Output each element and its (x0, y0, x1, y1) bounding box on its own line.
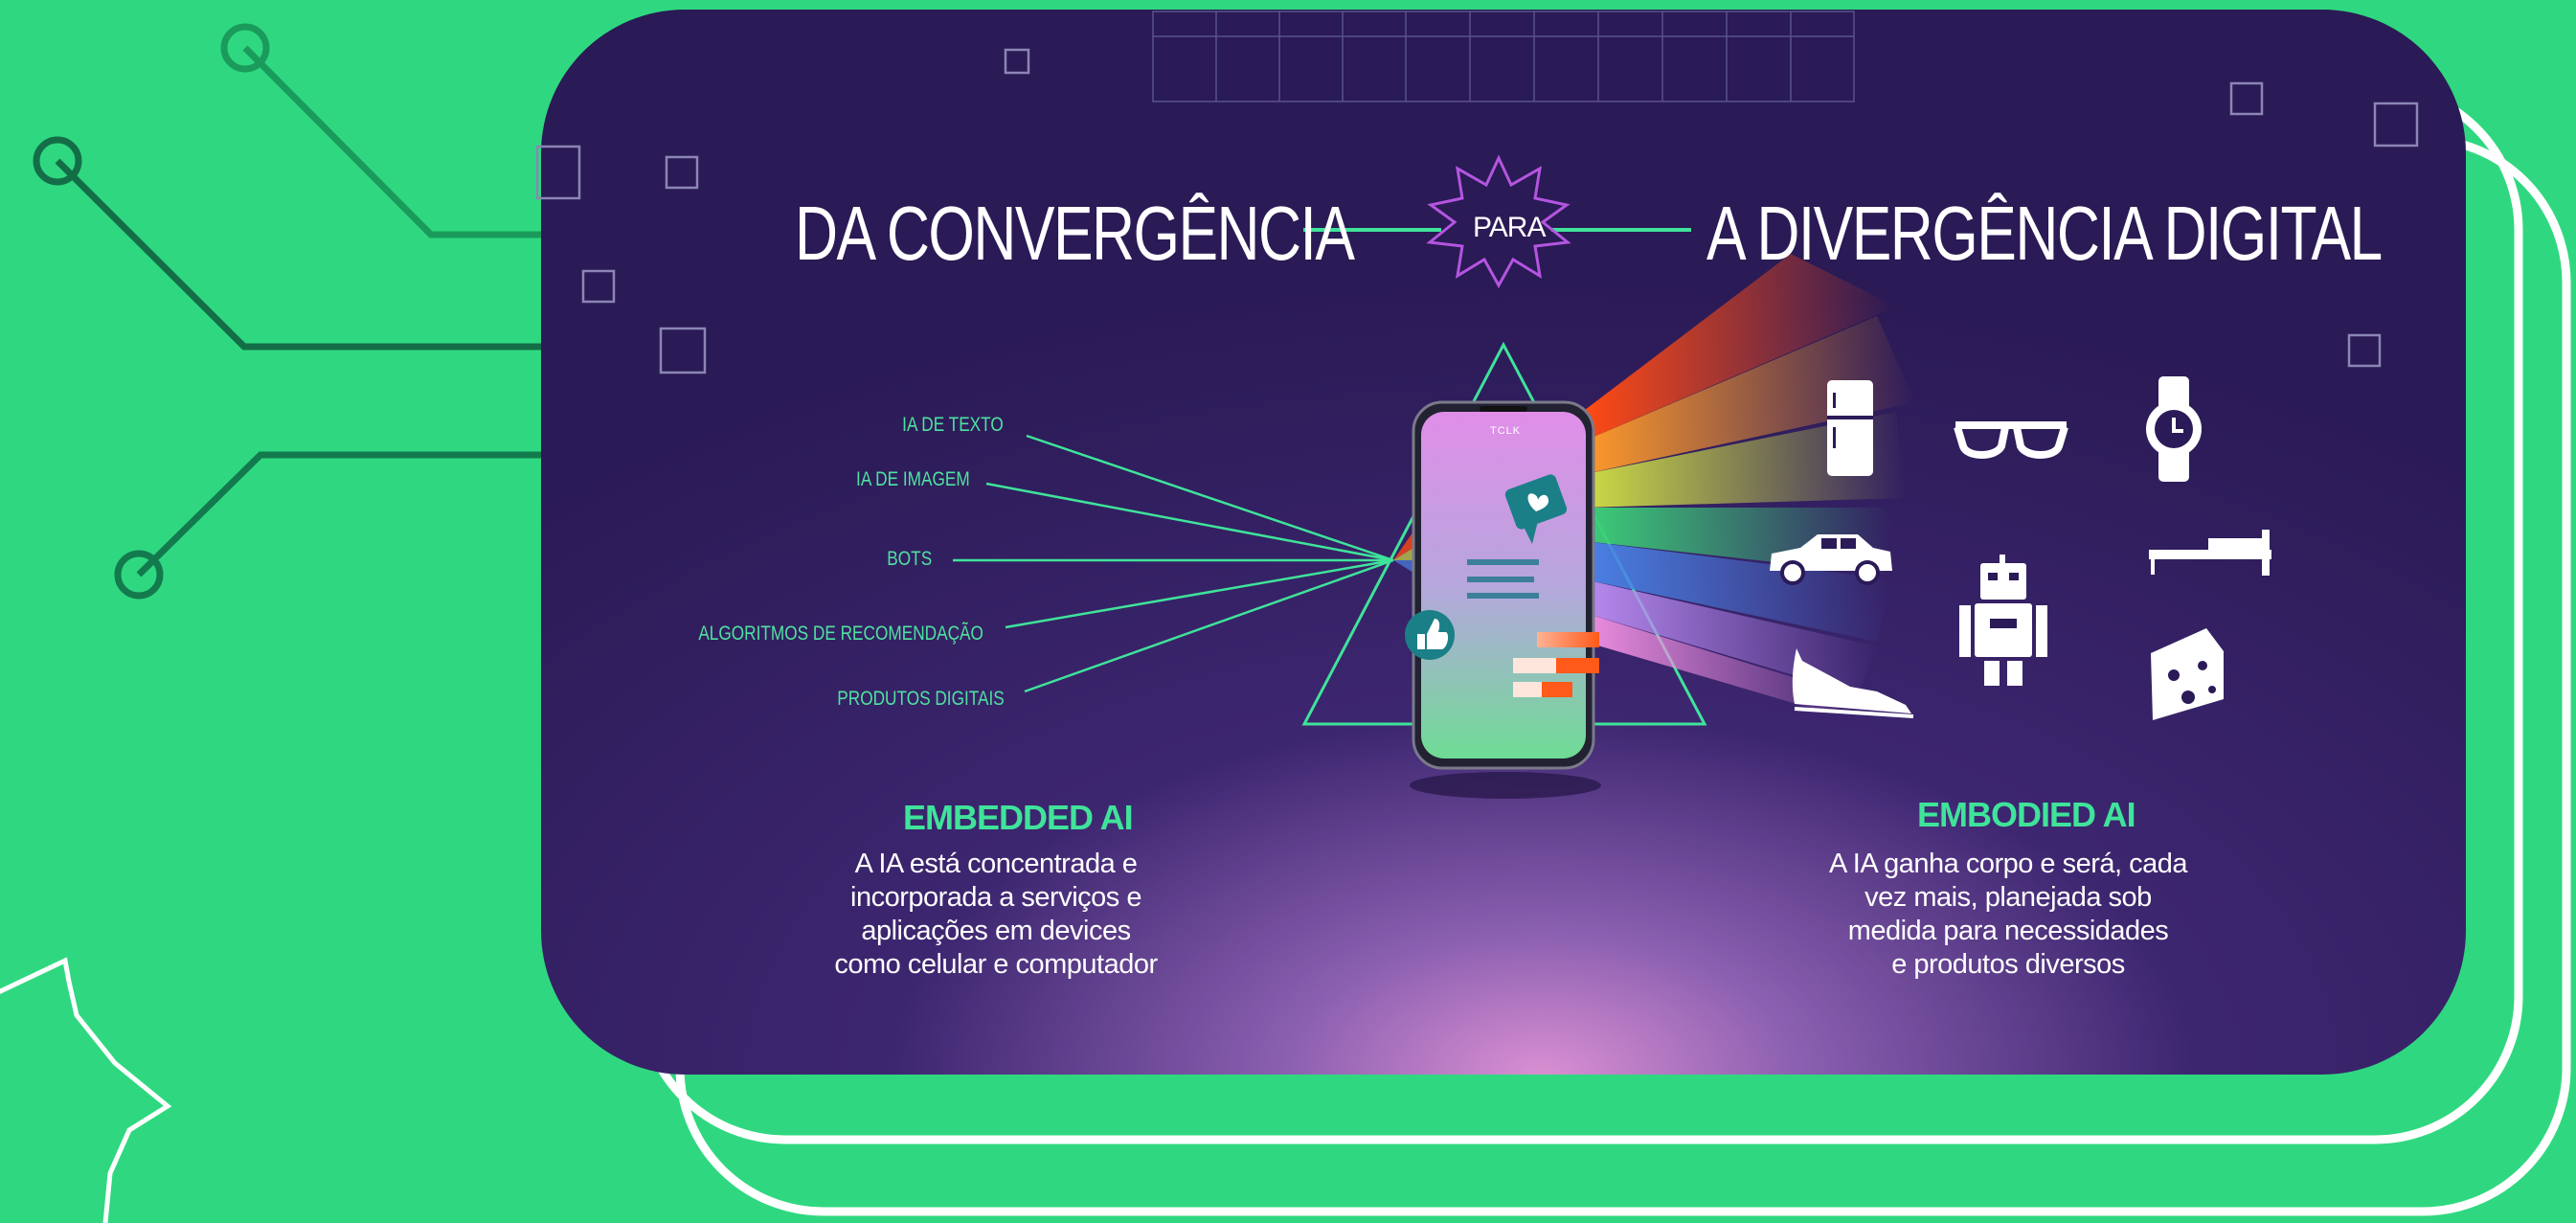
input-label: BOTS (887, 548, 932, 570)
embedded-heading: EMBEDDED AI (903, 798, 1134, 837)
description-line: incorporada a serviços e (850, 882, 1141, 913)
description-line: aplicações em devices (861, 916, 1131, 946)
title-connector: PARA (1473, 212, 1546, 243)
description-line: como celular e computador (834, 949, 1158, 980)
title-right: A DIVERGÊNCIA DIGITAL (1706, 191, 2383, 276)
input-label: ALGORITMOS DE RECOMENDAÇÃO (698, 623, 983, 645)
glasses-icon (1954, 421, 2068, 459)
watch-icon (2146, 376, 2202, 482)
input-label: IA DE TEXTO (902, 414, 1004, 436)
sneaker-icon (1792, 648, 1914, 718)
phone-brand: TCLK (1490, 425, 1522, 437)
description-line: A IA está concentrada e (854, 849, 1138, 879)
description-line: medida para necessidades (1847, 916, 2169, 946)
embodied-description: A IA ganha corpo e será, cada vez mais, … (1769, 848, 2248, 982)
car-icon (1770, 534, 1892, 585)
input-label: IA DE IMAGEM (856, 468, 970, 490)
robot-icon (1959, 555, 2047, 686)
embodied-heading: EMBODIED AI (1917, 795, 2136, 834)
thumbs-up-icon (1405, 610, 1455, 660)
description-line: vez mais, planejada sob (1864, 882, 2152, 913)
description-line: A IA ganha corpo e será, cada (1828, 849, 2188, 879)
bed-icon (2149, 530, 2271, 576)
refrigerator-icon (1827, 380, 1873, 476)
chat-heart-icon (1504, 474, 1568, 544)
cheese-icon (2151, 628, 2224, 720)
embedded-description: A IA está concentrada e incorporada a se… (757, 848, 1235, 982)
input-label: PRODUTOS DIGITAIS (837, 688, 1005, 710)
description-line: e produtos diversos (1891, 949, 2125, 980)
title-left: DA CONVERGÊNCIA (795, 191, 1355, 276)
